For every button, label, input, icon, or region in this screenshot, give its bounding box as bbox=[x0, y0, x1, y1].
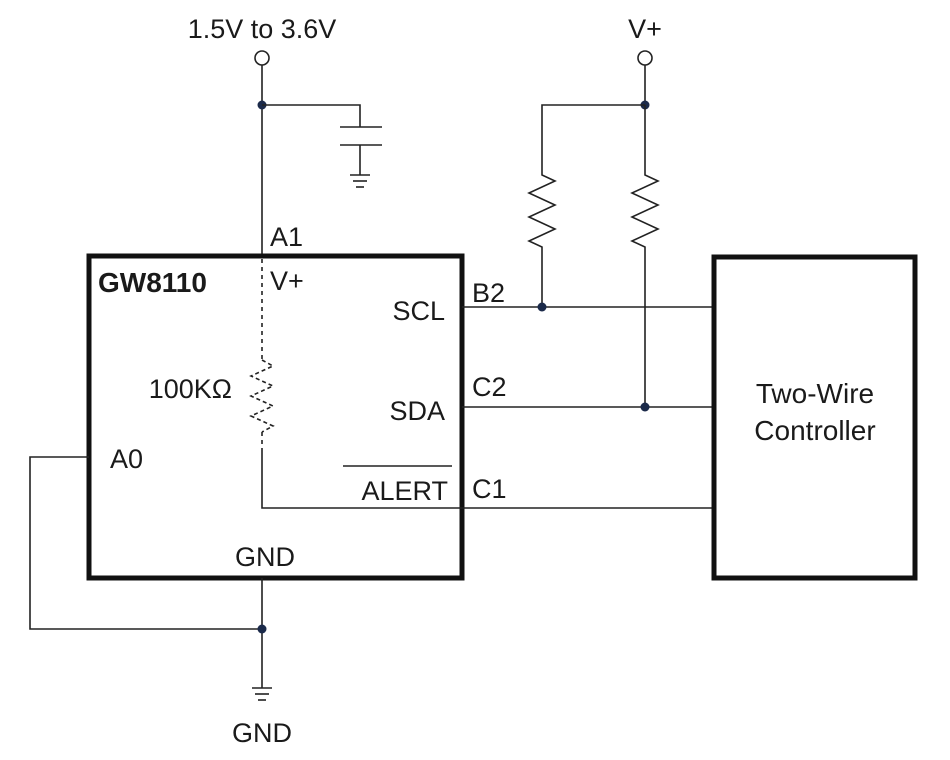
vplus-terminal bbox=[637, 50, 653, 66]
ground-icon bbox=[252, 687, 272, 701]
gnd-junction-node bbox=[257, 624, 267, 634]
pin-sda-label: SDA bbox=[389, 396, 445, 426]
sda-pullup-resistor-icon bbox=[630, 165, 660, 407]
internal-resistor-icon bbox=[249, 359, 275, 433]
ground-label: GND bbox=[232, 718, 292, 748]
pin-gnd-label: GND bbox=[235, 542, 295, 572]
pin-vplus-label: V+ bbox=[270, 266, 304, 296]
supply-terminal bbox=[254, 50, 270, 66]
chip-name: GW8110 bbox=[98, 267, 207, 298]
chip-body bbox=[86, 253, 465, 581]
controller-label-line2: Controller bbox=[754, 415, 875, 446]
internal-resistor-label: 100KΩ bbox=[149, 374, 232, 404]
controller-label-line1: Two-Wire bbox=[756, 378, 874, 409]
vplus-label: V+ bbox=[628, 14, 662, 44]
pin-alert-label: ALERT bbox=[361, 476, 448, 506]
supply-voltage-label: 1.5V to 3.6V bbox=[188, 14, 337, 44]
pin-a0-label: A0 bbox=[110, 444, 143, 474]
sda-junction-node bbox=[640, 402, 650, 412]
decoupling-capacitor bbox=[262, 104, 382, 175]
a0-ground-wire bbox=[29, 456, 262, 630]
alert-wire bbox=[261, 450, 712, 509]
controller-box bbox=[711, 254, 918, 581]
capacitor-ground-icon bbox=[350, 174, 370, 188]
ball-b2-label: B2 bbox=[472, 278, 505, 308]
pin-a1-label: A1 bbox=[270, 222, 303, 252]
scl-pullup-resistor-icon bbox=[527, 160, 557, 307]
scl-pullup-feed-wire bbox=[541, 104, 645, 160]
ball-c2-label: C2 bbox=[472, 372, 507, 402]
pin-scl-label: SCL bbox=[392, 296, 445, 326]
scl-junction-node bbox=[537, 302, 547, 312]
ball-c1-label: C1 bbox=[472, 474, 507, 504]
